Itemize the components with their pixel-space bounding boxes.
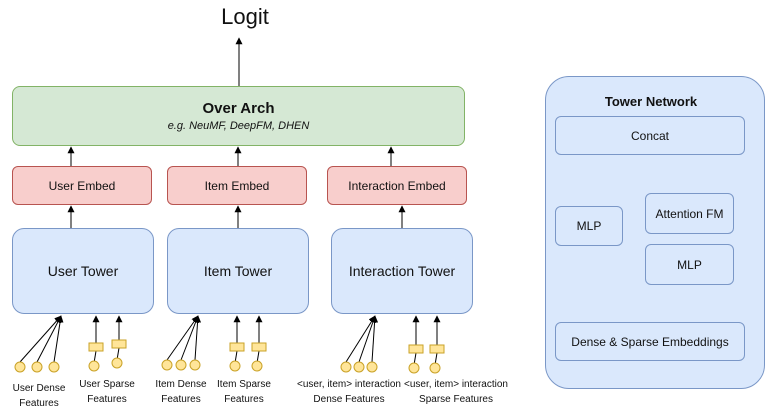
user-sparse-feature-2 (111, 339, 127, 349)
interaction-dense-feature-1 (340, 361, 352, 373)
user-dense-feature-3 (48, 361, 60, 373)
arrow-item-dense-feature-2 (180, 315, 199, 361)
user-sparse-id-1 (88, 360, 100, 372)
embeddings-box: Dense & Sparse Embeddings (555, 322, 745, 361)
item-sparse-feature-1 (229, 342, 245, 352)
arrow-user-dense-feature-2 (36, 315, 62, 363)
interaction-dense-feature-2 (353, 361, 365, 373)
feature-icons (14, 339, 445, 374)
mlp-right-box: MLP (645, 244, 734, 285)
item-sparse-id-1 (229, 360, 241, 372)
user-embed-box: User Embed (12, 166, 152, 205)
arrow-interaction-dense-feature-2 (358, 315, 377, 363)
user-sparse-feature-1 (88, 342, 104, 352)
interaction-sparse-id-1 (408, 362, 420, 374)
tower-network-title: Tower Network (604, 94, 698, 109)
interaction-dense-feature-3 (366, 361, 378, 373)
logit-label: Logit (221, 4, 269, 29)
interaction-sparse-id-2 (429, 362, 441, 374)
user-sparse-id-2 (111, 357, 123, 369)
item-tower-box: Item Tower (167, 228, 309, 314)
interaction-sparse-feature-2 (429, 344, 445, 354)
item-dense-feature-3 (189, 359, 201, 371)
item-dense-feature-1 (161, 359, 173, 371)
concat-box: Concat (555, 116, 745, 155)
user-dense-feature-1 (14, 361, 26, 373)
over-arch-title: Over Arch (202, 100, 275, 117)
arrow-item-dense-feature-3 (194, 315, 202, 361)
item-embed-box: Item Embed (167, 166, 307, 205)
arrow-user-dense-feature-3 (53, 315, 64, 363)
attention-fm-box: Attention FM (645, 193, 734, 234)
user-dense-feature-2 (31, 361, 43, 373)
mlp-left-box: MLP (555, 206, 623, 246)
over-arch-box: Over Arch e.g. NeuMF, DeepFM, DHEN (12, 86, 465, 146)
item-sparse-id-2 (251, 360, 263, 372)
item-sparse-feature-2 (251, 342, 267, 352)
interaction-tower-box: Interaction Tower (331, 228, 473, 314)
arrow-user-dense-feature-1 (19, 315, 62, 363)
interaction-sparse-feature-1 (408, 344, 424, 354)
item-dense-feature-2 (175, 359, 187, 371)
arrow-item-dense-feature-1 (166, 315, 199, 361)
arrow-interaction-dense-feature-1 (345, 315, 376, 363)
user-tower-box: User Tower (12, 228, 154, 314)
arrow-interaction-dense-feature-3 (371, 315, 379, 363)
interaction-embed-box: Interaction Embed (327, 166, 467, 205)
over-arch-subtitle: e.g. NeuMF, DeepFM, DHEN (167, 120, 310, 132)
